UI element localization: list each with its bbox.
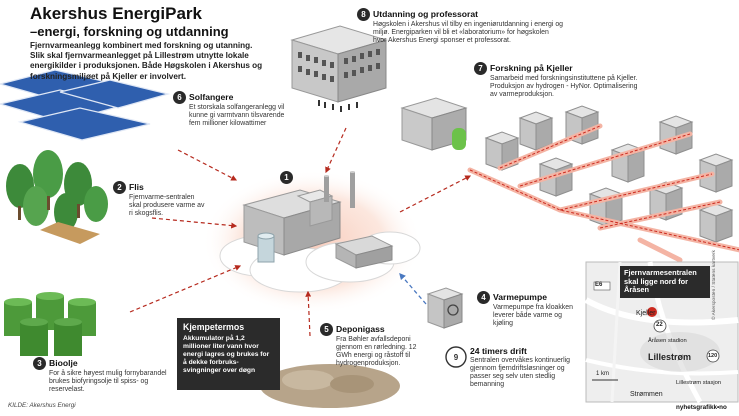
svg-text:9: 9 bbox=[454, 353, 459, 362]
map-road-120: 120 bbox=[708, 353, 718, 359]
section-6-body: Et storskala solfangeranlegg vil kunne g… bbox=[189, 104, 285, 128]
source-credit: KILDE: Akershus Energi bbox=[8, 402, 76, 409]
map-marker bbox=[647, 307, 657, 317]
section-4-number: 4 bbox=[477, 291, 490, 304]
section-7-body: Samarbeid med forskningsinstituttene på … bbox=[490, 75, 638, 99]
intro-text: Fjernvarmeanlegg kombinert med forskning… bbox=[30, 41, 263, 81]
section-5-title: Deponigass bbox=[336, 324, 385, 334]
map-credit: © Akersposten / Statens kartverk bbox=[712, 250, 717, 320]
section-2-number: 2 bbox=[113, 181, 126, 194]
heat-pump bbox=[426, 287, 464, 329]
section-5-number: 5 bbox=[320, 323, 333, 336]
section-6-number: 6 bbox=[173, 91, 186, 104]
map-e6-label: E6 bbox=[595, 282, 603, 288]
section-8-title: Utdanning og professorat bbox=[373, 9, 479, 19]
flow-arrows bbox=[129, 127, 472, 337]
research-lab bbox=[400, 97, 468, 151]
section-5-body: Fra Bøhler avfallsdeponi gjennom en rørl… bbox=[336, 336, 417, 368]
section-1-number: 1 bbox=[280, 171, 293, 184]
oil-barrels bbox=[4, 292, 96, 356]
section-8-body: Høgskolen i Akershus vil tilby en ingeni… bbox=[373, 21, 563, 45]
map-strommen-label: Strømmen bbox=[630, 391, 663, 398]
page-subtitle: –energi, forskning og utdanning bbox=[30, 24, 229, 39]
section-3-title: Bioolje bbox=[49, 358, 78, 368]
section-2-body: Fjernvarme-sentralen skal produsere varm… bbox=[129, 194, 205, 218]
district-heating-plant bbox=[242, 171, 394, 269]
map-station-label: Lillestrøm stasjon bbox=[676, 380, 722, 386]
section-3-body: For å sikre høyest mulig fornybarandel b… bbox=[49, 370, 167, 394]
section-9-title: 24 timers drift bbox=[470, 346, 527, 356]
page-title: Akershus EnergiPark bbox=[30, 4, 202, 23]
map-callout-label: Fjernvarmesentralen skal ligge nord for … bbox=[620, 266, 710, 298]
section-4-body: Varmepumpe fra kloakken leverer både var… bbox=[493, 304, 573, 328]
map-lillestrom-label: Lillestrøm bbox=[648, 352, 692, 362]
brand-logo: nyhetsgrafikk•no bbox=[676, 404, 727, 411]
section-4-title: Varmepumpe bbox=[493, 292, 547, 302]
callout-body: Akkumulator på 1,2 millioner liter vann … bbox=[183, 335, 270, 374]
section-7-number: 7 bbox=[474, 62, 487, 75]
map-arasen-label: Åråsen stadion bbox=[648, 338, 687, 344]
section-7-title: Forskning på Kjeller bbox=[490, 63, 573, 73]
kjempetermos-callout: Kjempetermos Akkumulator på 1,2 millione… bbox=[177, 318, 280, 390]
section-9-body: Sentralen overvåkes kontinuerlig gjennom… bbox=[470, 357, 570, 389]
map-kjeller-label: Kjeller bbox=[636, 310, 656, 317]
landfill bbox=[260, 364, 400, 408]
clock-24h-icon: 9 bbox=[445, 346, 467, 368]
section-2-title: Flis bbox=[129, 182, 144, 192]
section-8-number: 8 bbox=[357, 8, 370, 21]
forest bbox=[6, 150, 108, 244]
callout-title: Kjempetermos bbox=[183, 322, 245, 332]
section-3-number: 3 bbox=[33, 357, 46, 370]
map-scale-label: 1 km bbox=[596, 371, 610, 377]
solar-panels bbox=[0, 69, 171, 141]
university-building bbox=[290, 25, 388, 112]
map-road-22: 22 bbox=[656, 322, 663, 328]
section-6-title: Solfangere bbox=[189, 92, 234, 102]
